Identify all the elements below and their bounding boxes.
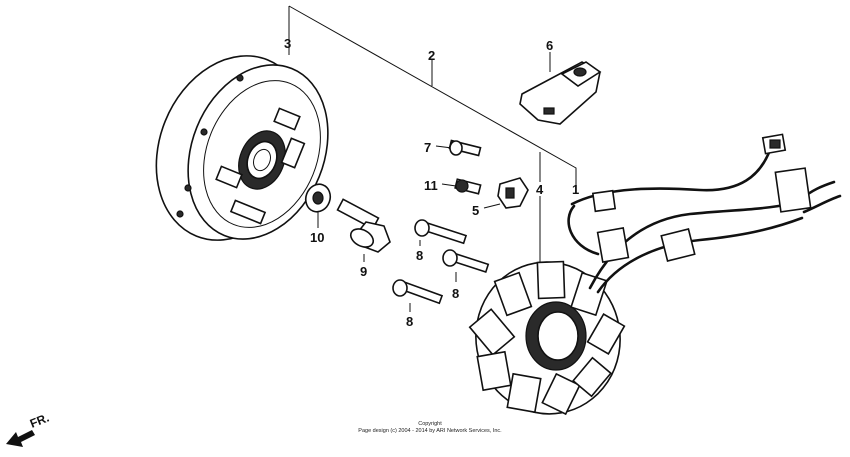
callout-10: 10	[310, 230, 324, 245]
front-direction-indicator: FR.	[6, 411, 51, 447]
callout-6: 6	[546, 38, 553, 53]
callout-11: 11	[424, 178, 438, 193]
callout-1: 1	[572, 182, 579, 197]
callout-8-lower: 8	[406, 314, 413, 329]
washer-part	[304, 183, 332, 213]
wire-clamp-part	[519, 61, 602, 125]
flywheel-part	[155, 55, 329, 241]
copyright-text: Page design (c) 2004 - 2014 by ARI Netwo…	[358, 428, 502, 434]
front-direction-arrow-icon	[6, 430, 35, 447]
copyright-notice: Copyright Page design (c) 2004 - 2014 by…	[330, 421, 530, 435]
copyright-title: Copyright	[418, 421, 442, 427]
bolt-part-8a	[414, 219, 468, 245]
stator-part	[468, 260, 626, 416]
callout-9: 9	[360, 264, 367, 279]
screw-part-7	[448, 139, 482, 157]
callout-2: 2	[428, 48, 435, 63]
leader-lines	[288, 5, 577, 312]
callout-8-middle: 8	[452, 286, 459, 301]
bolt-part-8c	[392, 279, 444, 305]
clip-part	[497, 177, 529, 209]
callout-5: 5	[472, 203, 479, 218]
callout-labels: 1 2 3 4 5 6 7 8 8 8 9 10 11	[284, 36, 579, 329]
callout-3: 3	[284, 36, 291, 51]
wiring-harness	[567, 133, 842, 294]
flange-bolt-part	[336, 198, 391, 253]
callout-8-upper: 8	[416, 248, 423, 263]
front-direction-label: FR.	[28, 411, 51, 431]
bolt-part-8b	[442, 249, 490, 273]
screw-part-11	[454, 178, 482, 195]
callout-4: 4	[536, 182, 544, 197]
callout-7: 7	[424, 140, 431, 155]
